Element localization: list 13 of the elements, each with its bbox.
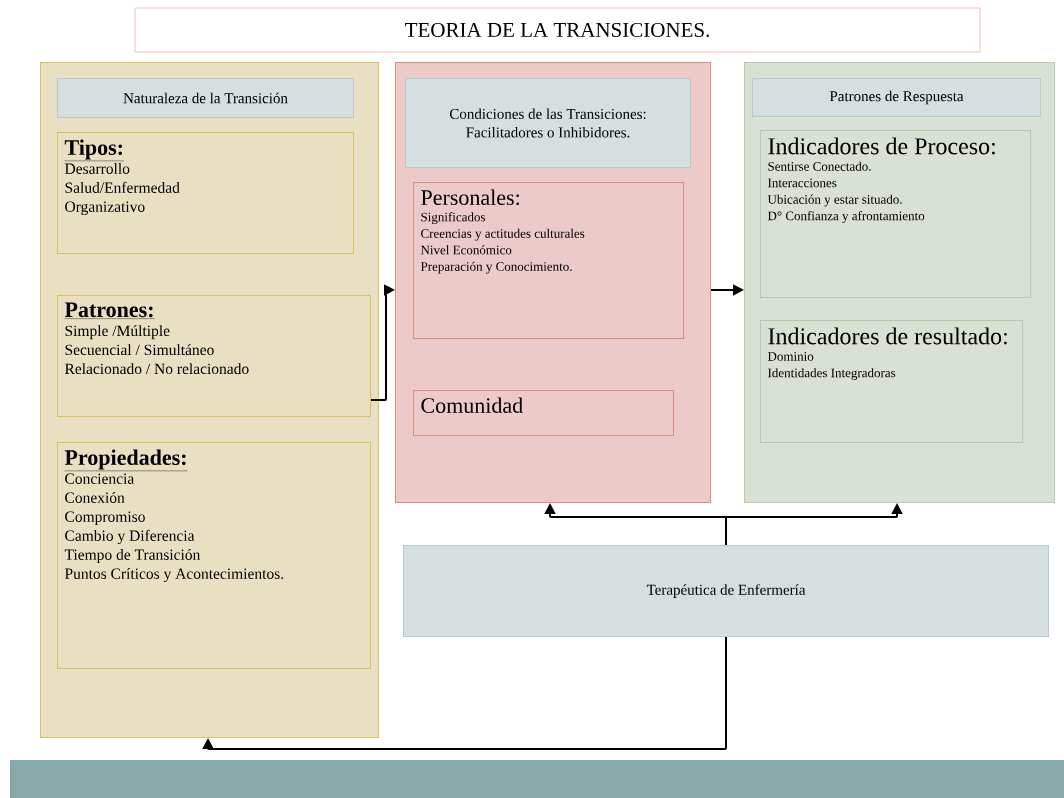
header-box: Condiciones de las Transiciones: Facilitadores o Inhibidores. bbox=[405, 78, 691, 168]
list-box: Propiedades: Conciencia Conexión Compromiso Cambio y Diferencia Tiempo de Transición Puntos Críticos y Acontecimientos. bbox=[57, 442, 371, 669]
title-box: TEORIA DE LA TRANSICIONES. bbox=[134, 7, 981, 53]
list-box: Comunidad bbox=[413, 390, 674, 436]
list-box: Indicadores de Proceso: Sentirse Conectado. Interacciones Ubicación y estar situado. D° Confianza y afrontamiento bbox=[760, 130, 1031, 298]
header-box: Naturaleza de la Transición bbox=[57, 78, 354, 118]
header-box: Patrones de Respuesta bbox=[752, 78, 1041, 117]
header-box: Terapéutica de Enfermería bbox=[403, 545, 1049, 637]
list-box: Personales: Significados Creencias y actitudes culturales Nivel Económico Preparación y Conocimiento. bbox=[413, 182, 684, 339]
list-box: Tipos: Desarrollo Salud/Enfermedad Organizativo bbox=[57, 132, 354, 254]
list-box: Indicadores de resultado: Dominio Identidades Integradoras bbox=[760, 320, 1023, 443]
list-box: Patrones: Simple /Múltiple Secuencial / Simultáneo Relacionado / No relacionado bbox=[57, 295, 371, 417]
arrow bbox=[202, 636, 727, 750]
